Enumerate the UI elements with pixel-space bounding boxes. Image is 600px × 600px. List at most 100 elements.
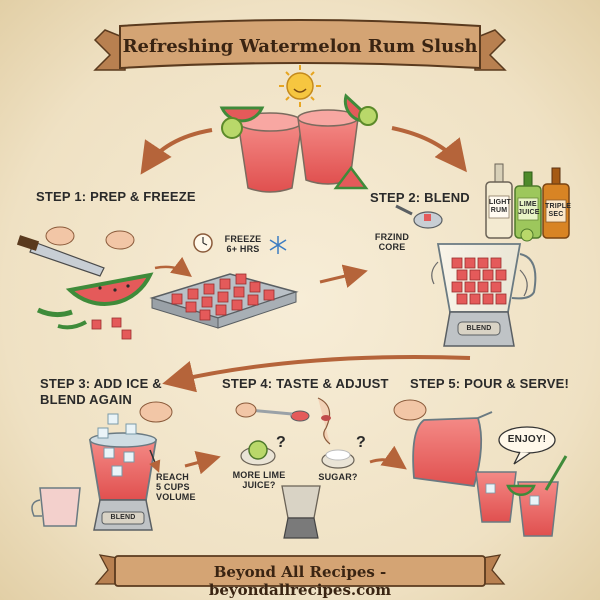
small-blender bbox=[281, 485, 321, 539]
watermelon-cube bbox=[490, 257, 502, 269]
triple-sec-label-line2: SEC bbox=[548, 211, 564, 218]
freeze-label-line1: FREEZE bbox=[224, 234, 262, 244]
watermelon-cube bbox=[201, 296, 213, 308]
watermelon-cube bbox=[233, 286, 245, 298]
triple-sec-bottle bbox=[542, 167, 570, 239]
watermelon-cube bbox=[199, 309, 211, 321]
blender-step3 bbox=[88, 432, 158, 531]
triple-sec-label-line1: TRIPLE bbox=[545, 203, 572, 210]
blender-step2-label: BLEND bbox=[466, 325, 492, 332]
watermelon-cube bbox=[219, 278, 231, 290]
lime-juice-label-line1: LIME bbox=[519, 201, 537, 208]
watermelon-cube bbox=[464, 257, 476, 269]
watermelon-cube bbox=[451, 257, 463, 269]
watermelon-cube bbox=[477, 257, 489, 269]
step3-heading-line1: STEP 3: ADD ICE & bbox=[40, 376, 162, 391]
lime-juice-label-line2: JUICE bbox=[518, 209, 540, 216]
volume-note: REACH 5 CUPS VOLUME bbox=[156, 472, 200, 502]
arrow-to-step4 bbox=[184, 451, 221, 475]
triple-sec-label: TRIPLE SEC bbox=[545, 203, 572, 219]
watermelon-cube bbox=[456, 293, 468, 305]
blender-cubes bbox=[451, 257, 507, 305]
step2-heading: STEP 2: BLEND bbox=[370, 190, 470, 205]
core-label: FRZIND CORE bbox=[370, 232, 414, 252]
enjoy-bubble bbox=[498, 426, 556, 465]
arrow-to-step5 bbox=[369, 445, 407, 470]
snowflake-icon bbox=[269, 236, 287, 254]
serving-glass-right bbox=[506, 455, 568, 537]
page-title: Refreshing Watermelon Rum Slush bbox=[122, 36, 478, 57]
lime-bowl bbox=[240, 440, 276, 466]
arrow-to-step1 bbox=[140, 128, 213, 175]
light-rum-label-line2: RUM bbox=[490, 207, 508, 214]
lime-juice-label: LIME JUICE bbox=[518, 201, 540, 217]
core-label-line1: FRZIND bbox=[374, 232, 410, 242]
step4-heading: STEP 4: TASTE & ADJUST bbox=[222, 376, 389, 391]
light-rum-label-line1: LIGHT bbox=[489, 199, 511, 206]
step1-heading: STEP 1: PREP & FREEZE bbox=[36, 189, 196, 204]
core-label-line2: CORE bbox=[378, 242, 406, 252]
watermelon-cube bbox=[469, 293, 481, 305]
arrow-to-step3 bbox=[162, 355, 471, 393]
watermelon-cube bbox=[249, 281, 261, 293]
measuring-cup bbox=[31, 487, 81, 527]
enjoy-label: ENJOY! bbox=[507, 434, 547, 445]
light-rum-label: LIGHT RUM bbox=[489, 199, 511, 215]
lime-juice-bottle bbox=[514, 171, 542, 242]
watermelon-cube bbox=[482, 293, 494, 305]
title-banner bbox=[93, 19, 507, 71]
watermelon-cube bbox=[451, 281, 463, 293]
watermelon-cube bbox=[231, 299, 243, 311]
volume-note-line1: REACH bbox=[156, 472, 190, 482]
freeze-label-line2: 6+ HRS bbox=[226, 244, 260, 254]
lime-question-mark: ? bbox=[276, 434, 286, 451]
volume-note-line2: 5 CUPS bbox=[156, 482, 190, 492]
sugar-label: SUGAR? bbox=[318, 472, 358, 482]
step5-heading: STEP 5: POUR & SERVE! bbox=[410, 376, 570, 391]
sugar-bowl bbox=[321, 449, 355, 469]
arrow-to-blender bbox=[319, 264, 368, 288]
step3-heading-line2: BLEND AGAIN bbox=[40, 392, 132, 407]
volume-note-line3: VOLUME bbox=[156, 492, 196, 502]
arrow-to-step2 bbox=[391, 126, 467, 173]
volume-pointer bbox=[149, 449, 161, 473]
footer-banner bbox=[94, 554, 506, 587]
watermelon-cube bbox=[469, 269, 481, 281]
watermelon-cube bbox=[495, 269, 507, 281]
serving-glass-left bbox=[475, 471, 517, 523]
footer-credit: Beyond All Recipes - beyondallrecipes.co… bbox=[208, 563, 392, 599]
rum-bottle bbox=[485, 163, 513, 239]
watermelon-cube bbox=[495, 293, 507, 305]
freeze-label: FREEZE 6+ HRS bbox=[218, 234, 268, 254]
watermelon-cube bbox=[490, 281, 502, 293]
tasting-spoon bbox=[235, 397, 331, 445]
pitcher bbox=[393, 399, 493, 487]
watermelon-cube bbox=[185, 301, 197, 313]
more-lime-label: MORE LIME JUICE? bbox=[228, 470, 290, 490]
watermelon-cube bbox=[464, 281, 476, 293]
arrow-to-tray bbox=[154, 256, 192, 278]
ice-cubes-hand bbox=[97, 401, 173, 439]
watermelon-cube bbox=[235, 273, 247, 285]
sugar-question-mark: ? bbox=[356, 434, 366, 451]
watermelon-cube bbox=[171, 293, 183, 305]
sun-icon bbox=[279, 65, 321, 107]
watermelon-cube bbox=[456, 269, 468, 281]
watermelon-cube bbox=[217, 291, 229, 303]
watermelon-cube bbox=[477, 281, 489, 293]
watermelon-cube bbox=[215, 304, 227, 316]
watermelon-cube bbox=[263, 289, 275, 301]
hero-drinks bbox=[219, 93, 378, 193]
watermelon-cutting bbox=[16, 226, 154, 340]
more-lime-label-line2: JUICE? bbox=[242, 480, 276, 490]
more-lime-label-line1: MORE LIME bbox=[232, 470, 286, 480]
tray-cubes bbox=[171, 273, 275, 321]
scoop bbox=[395, 204, 443, 229]
watermelon-cube bbox=[203, 283, 215, 295]
watermelon-cube bbox=[482, 269, 494, 281]
watermelon-cube bbox=[187, 288, 199, 300]
blender-step3-label: BLEND bbox=[110, 514, 136, 521]
clock-icon bbox=[193, 233, 213, 253]
